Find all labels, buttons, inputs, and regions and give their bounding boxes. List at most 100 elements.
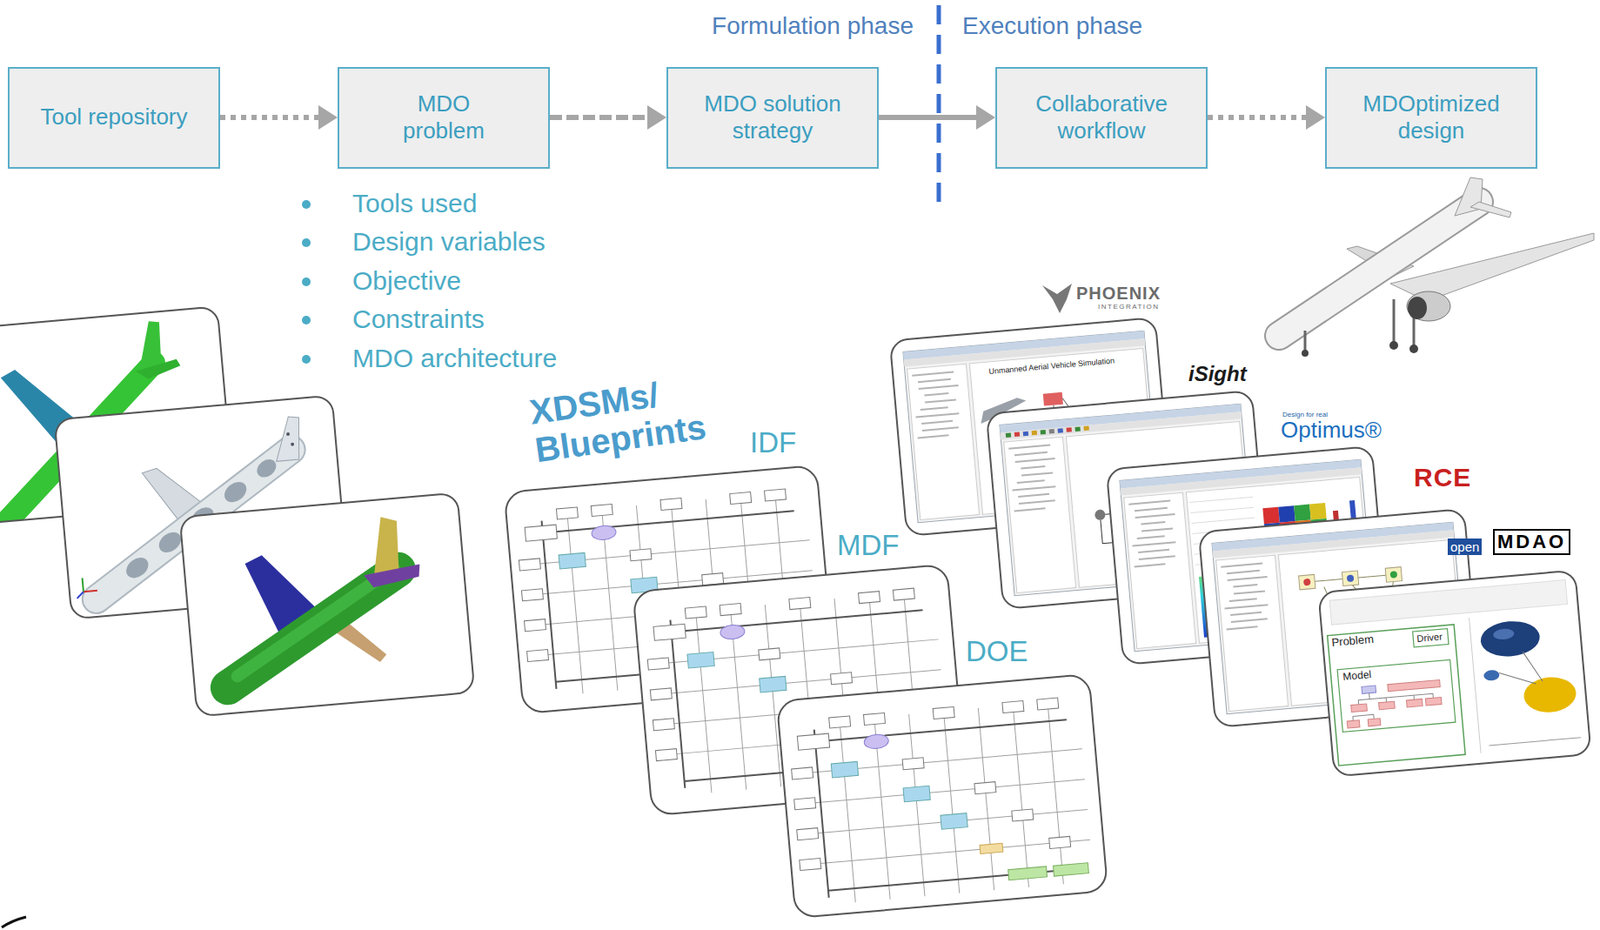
bullet-dot [301,200,311,364]
flow-arrow [549,114,654,121]
tool-screenshot-panel [1278,505,1296,523]
aircraft-model-panel [82,577,84,592]
architecture-label: DOE [965,635,1029,669]
aircraft-model-panel [214,514,429,689]
tool-screenshot-panel [1293,504,1312,523]
aircraft-model-panel [286,432,290,436]
tool-screenshot-panel [1023,431,1029,437]
tool-screenshot-panel [1014,432,1020,438]
tool-screenshot-panel [1390,570,1399,579]
logo-text: iSight [1188,361,1247,387]
tool-screenshot-panel [1043,392,1064,407]
process-box: MDO problem [337,66,550,169]
aircraft-illustration [1406,291,1451,322]
tool-screenshot-panel [1049,428,1055,435]
aircraft-illustration [1392,299,1396,343]
logo-text: PHOENIX [1076,283,1161,304]
flow-arrow [878,114,983,121]
tool-screenshot-panel [1318,570,1591,777]
tool-screenshot-panel [1040,429,1046,436]
tool-screenshot-panel [1488,737,1581,746]
bullet-item: Design variables [352,227,546,258]
tool-screenshot-panel [1346,574,1355,583]
bullet-item: Objective [352,266,462,297]
process-box: MDOptimized design [1325,66,1538,169]
tool-screenshot-panel [1190,507,1254,513]
aircraft-model-panel [363,564,422,590]
xdsm-panel [787,696,1094,907]
bullet-item: Tools used [352,188,477,220]
tool-screenshot-panel [1351,703,1368,713]
tool-screenshot-panel [1346,720,1360,729]
aircraft-model-panel [220,477,250,507]
tool-screenshot-panel [1341,570,1359,587]
box-label: MDO problem [387,90,501,145]
tool-screenshot-panel [1367,718,1381,727]
box-label: Tool repository [40,103,188,131]
logo-text: MDAO [1492,528,1571,556]
aircraft-model-panel [122,553,153,583]
box-label: MDOptimized design [1352,90,1510,145]
phase-divider [937,5,942,206]
tool-screenshot-panel [1385,567,1402,583]
corner-mark [1,917,27,928]
tool-screenshot-panel [1005,432,1011,438]
tool-screenshot-panel [1262,507,1280,525]
aircraft-illustration [1390,233,1594,302]
process-box: Collaborative workflow [995,66,1208,169]
tool-screenshot-panel [1094,508,1106,521]
tool-screenshot-panel [1387,680,1440,692]
aircraft-model-panel [180,492,476,717]
tool-screenshot-panel [1425,696,1442,706]
tool-screenshot-panel [1469,617,1482,753]
tool-screenshot-panel [1405,698,1423,708]
tool-screenshot-panel [1337,659,1456,732]
logo-text: open [1447,538,1482,556]
screenshot-text: Model [1342,669,1373,684]
bullet-dot [301,315,311,325]
aircraft-illustration [1409,344,1419,354]
aircraft-model-panel [134,358,182,380]
aircraft-illustration [1454,177,1483,216]
aircraft-model-panel [135,320,164,369]
tool-screenshot-panel [1083,426,1089,432]
tool-screenshot-panel [1329,580,1567,626]
tool-screenshot-panel [1005,426,1090,438]
aircraft-model-panel [76,591,85,599]
bullet-dot [301,200,311,209]
aircraft-model-panel [180,492,476,717]
architecture-label: MDF [836,528,899,563]
tool-screenshot-panel [1379,701,1396,710]
logo-text: INTEGRATION [1097,302,1160,311]
tool-screenshot-panel [1191,517,1256,523]
tool-screenshot-panel [1412,629,1449,648]
flow-arrow [1207,114,1313,121]
tool-screenshot-panel [1345,696,1444,728]
tool-screenshot-panel [1492,628,1515,641]
xdsm-panel [776,674,1108,918]
tool-screenshot-panel [1361,685,1377,694]
tool-screenshot-panel [1309,502,1327,521]
screenshot-text: Unmanned Aerial Vehicle Simulation [988,355,1115,376]
bullet-dot [301,354,311,364]
phase-label: Formulation phase [711,12,914,41]
bullet-dot [301,277,311,287]
tool-screenshot-panel [1066,427,1072,433]
architecture-label: IDF [749,426,797,460]
box-label: Collaborative workflow [1023,90,1180,145]
tool-screenshot-panel [1189,496,1253,503]
tool-screenshot-panel [1479,618,1541,659]
tool-screenshot-panel [1074,426,1080,432]
process-box: Tool repository [7,66,221,169]
tool-screenshot-panel [1522,675,1578,715]
screenshot-text: Driver [1416,630,1443,644]
flow-arrow [220,114,325,121]
aircraft-model-panel [272,415,302,462]
aircraft-illustration [1470,201,1512,218]
bullet-dot [301,238,311,248]
logo-text: Optimus® [1280,418,1382,442]
logo-icon [1042,283,1072,314]
aircraft-illustration [1278,177,1594,357]
tool-screenshot-panel [1031,430,1038,436]
